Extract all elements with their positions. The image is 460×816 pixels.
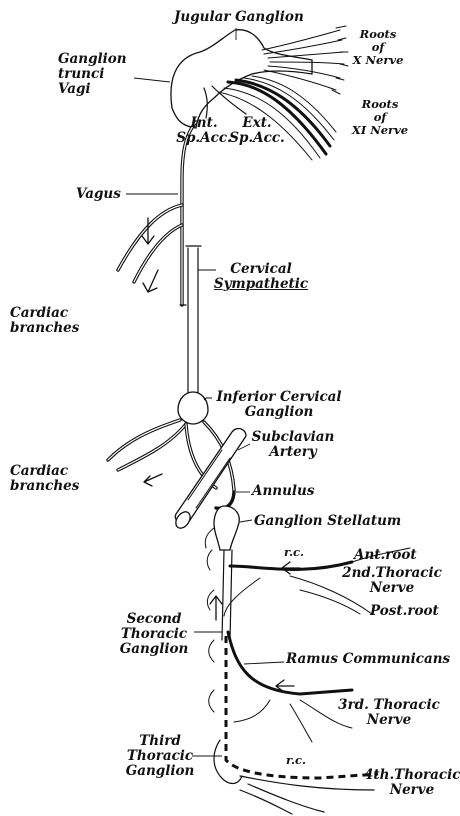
fourth-thoracic-nerve-label: 4th.Thoracic Nerve	[364, 768, 460, 798]
third-thoracic-nerve-rootlets	[234, 700, 352, 742]
upper-cardiac-branches-label: Cardiac branches	[10, 306, 79, 336]
cardiac-arrow-lower	[144, 474, 162, 486]
rc-upper-label: r.c.	[284, 546, 304, 559]
cervical-sympathetic-label: Cervical Sympathetic	[206, 262, 316, 292]
third-thoracic-ganglion-label: Third Thoracic Ganglion	[120, 734, 200, 779]
chain-up-arrow	[210, 596, 222, 620]
subclavian-artery-label: Subclavian Artery	[248, 430, 338, 460]
jugular-ganglion-label: Jugular Ganglion	[174, 10, 304, 25]
annulus-label: Annulus	[252, 484, 314, 499]
inferior-cervical-ganglion	[178, 392, 208, 424]
vagus-label: Vagus	[76, 187, 121, 202]
ganglion-stellatum	[214, 506, 239, 550]
cervical-sympathetic-trunk	[186, 246, 201, 392]
rc-lower-label: r.c.	[286, 754, 306, 767]
ext-sp-acc-label: Ext. Sp.Acc.	[224, 116, 290, 146]
rc-arrow-upper	[282, 562, 300, 574]
third-thoracic-nerve-label: 3rd. Thoracic Nerve	[336, 698, 442, 728]
ramus-communicans-label: Ramus Communicans	[286, 652, 450, 667]
second-thoracic-ganglion-label: Second Thoracic Ganglion	[110, 612, 198, 657]
ant-root-label: Ant.root	[354, 548, 417, 563]
external-spinal-accessory	[212, 86, 246, 114]
roots-xi-nerve-label: Roots of XI Nerve	[344, 98, 416, 137]
sympathetic-chain	[222, 550, 232, 640]
second-thoracic-nerve-label: 2nd.Thoracic Nerve	[336, 566, 448, 596]
ganglion-stellatum-label: Ganglion Stellatum	[254, 514, 401, 529]
lower-cardiac-branches-label: Cardiac branches	[10, 464, 79, 494]
upper-cardiac-branch	[118, 205, 182, 270]
roots-x-nerve-label: Roots of X Nerve	[346, 28, 410, 67]
ganglion-trunci-vagi-label: Ganglion trunci Vagi	[58, 52, 127, 97]
fourth-thoracic-nerve	[240, 776, 374, 814]
inferior-cervical-ganglion-label: Inferior Cervical Ganglion	[206, 390, 352, 420]
post-root-label: Post.root	[370, 604, 439, 619]
chain-rootlets	[205, 528, 214, 712]
cardiac-arrow-upper	[143, 270, 158, 292]
